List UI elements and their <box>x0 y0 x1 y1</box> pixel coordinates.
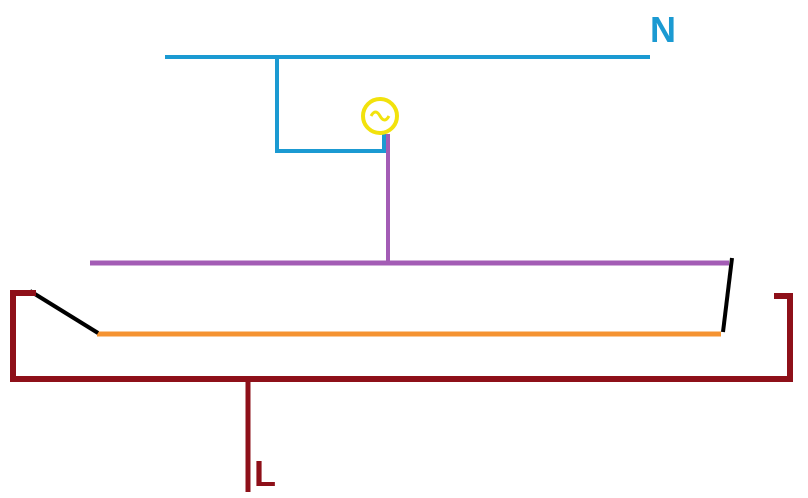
live-label: L <box>254 453 276 494</box>
lamp-icon <box>361 97 399 135</box>
neutral-label: N <box>650 9 676 50</box>
live-loop-wire <box>10 290 793 382</box>
left-switch-blade-wire <box>28 289 100 335</box>
right-switch-blade-wire <box>721 257 734 333</box>
lamp-filament-icon <box>369 110 391 122</box>
neutral-drop-to-lamp-wire <box>275 55 386 153</box>
